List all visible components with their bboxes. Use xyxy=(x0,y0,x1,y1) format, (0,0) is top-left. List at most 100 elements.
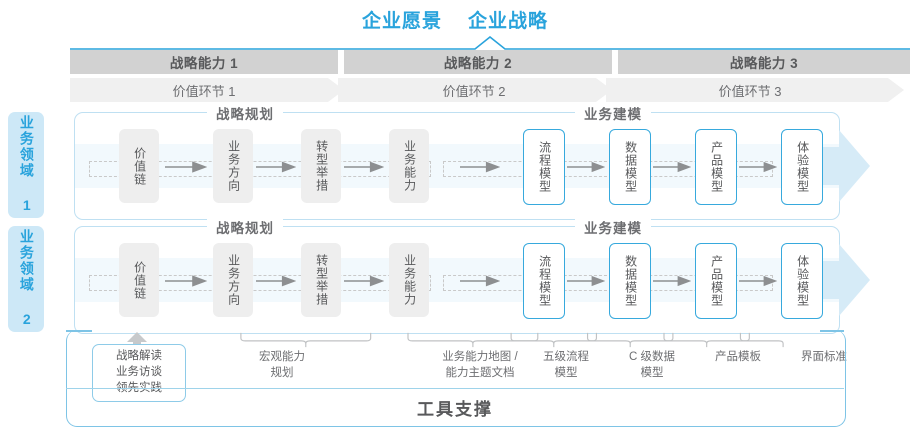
annotation-line-1: C 级数据 xyxy=(629,351,675,363)
arrow-icon xyxy=(739,275,777,287)
tool-support-divider xyxy=(66,388,844,390)
flow-track-right-2 xyxy=(443,275,773,291)
arrow-icon xyxy=(653,275,691,287)
node-product-model-1[interactable]: 产品模型 xyxy=(695,129,737,205)
section-title-strategy-planning-1: 战略规划 xyxy=(207,103,283,123)
node-label: 体验模型 xyxy=(795,255,810,307)
node-label: 业务方向 xyxy=(226,140,241,192)
value-link-bar: 价值环节 1 价值环节 2 价值环节 3 xyxy=(70,78,910,102)
annotation-line-1: 战略解读 xyxy=(116,350,162,362)
annotation-braces xyxy=(240,332,784,348)
arrow-icon xyxy=(256,275,296,287)
node-process-model-1[interactable]: 流程模型 xyxy=(523,129,565,205)
annotation-box-strategy-inputs: 战略解读 业务访谈 领先实践 xyxy=(92,344,186,402)
business-domain-tab-label-2: 业务领域 2 xyxy=(18,229,35,329)
tool-support-footer: 工具支撑 xyxy=(66,388,844,426)
arrow-icon xyxy=(567,275,605,287)
node-data-model-2[interactable]: 数据模型 xyxy=(609,243,651,319)
node-business-direction-1[interactable]: 业务方向 xyxy=(213,129,253,203)
business-domain-tab-label-1: 业务领域 1 xyxy=(18,115,35,215)
annotation-line-2: 模型 xyxy=(640,366,664,379)
value-link-cell-3: 价值环节 3 xyxy=(610,78,890,102)
capability-cell-3: 战略能力 3 xyxy=(618,50,910,74)
tool-support-frame-top-left xyxy=(66,330,92,332)
annotation-line-1: 五级流程 xyxy=(543,351,589,363)
section-title-business-modeling-2: 业务建模 xyxy=(575,217,651,237)
annotation-capability-map-doc: 业务能力地图 / 能力主题文档 xyxy=(415,350,545,381)
annotation-line-2: 能力主题文档 xyxy=(445,366,515,379)
arrow-icon xyxy=(344,161,384,173)
arrow-icon xyxy=(567,161,605,173)
enterprise-vision-title: 企业愿景 xyxy=(361,10,442,32)
annotation-line-2: 业务访谈 xyxy=(116,365,162,378)
business-domain-row-2: 战略规划 业务建模 价值链 业务方向 转型举措 业务能力 流程模型 数据模型 产… xyxy=(74,217,870,334)
node-value-chain-1[interactable]: 价值链 xyxy=(119,129,159,203)
annotation-line-1: 宏观能力 xyxy=(259,351,305,363)
annotation-line-1: 业务能力地图 / xyxy=(442,351,518,363)
node-data-model-1[interactable]: 数据模型 xyxy=(609,129,651,205)
node-business-direction-2[interactable]: 业务方向 xyxy=(213,243,253,317)
value-link-label-2: 价值环节 2 xyxy=(442,83,506,99)
arrow-icon xyxy=(344,275,384,287)
arrow-icon xyxy=(256,161,296,173)
node-label: 业务能力 xyxy=(402,140,417,192)
value-link-cell-2: 价值环节 2 xyxy=(340,78,608,102)
tool-support-frame xyxy=(66,330,846,427)
value-link-cell-1: 价值环节 1 xyxy=(70,78,338,102)
arrow-icon xyxy=(739,161,777,173)
node-label: 流程模型 xyxy=(537,141,552,193)
value-link-label-3: 价值环节 3 xyxy=(718,83,782,99)
node-business-capability-1[interactable]: 业务能力 xyxy=(389,129,429,203)
node-label: 价值链 xyxy=(132,260,147,300)
tool-support-label: 工具支撑 xyxy=(417,399,493,419)
node-label: 产品模型 xyxy=(709,255,724,307)
node-label: 转型举措 xyxy=(314,140,329,192)
node-label: 转型举措 xyxy=(314,254,329,306)
section-title-business-modeling-1: 业务建模 xyxy=(575,103,651,123)
vision-strategy-header: 企业愿景 企业战略 xyxy=(0,6,910,32)
annotation-line-3: 领先实践 xyxy=(100,381,178,397)
business-domain-tab-1[interactable]: 业务领域 1 xyxy=(8,112,44,218)
section-title-strategy-planning-2: 战略规划 xyxy=(207,217,283,237)
annotation-ui-standard: 界面标准 xyxy=(769,350,879,366)
arrow-icon xyxy=(460,161,500,173)
arrow-icon xyxy=(653,161,691,173)
arrow-icon xyxy=(165,275,207,287)
node-transformation-initiative-1[interactable]: 转型举措 xyxy=(301,129,341,203)
arrow-icon xyxy=(460,275,500,287)
node-product-model-2[interactable]: 产品模型 xyxy=(695,243,737,319)
node-experience-model-1[interactable]: 体验模型 xyxy=(781,129,823,205)
flow-track-right-1 xyxy=(443,161,773,177)
flow-track-left-1 xyxy=(89,161,431,177)
node-experience-model-2[interactable]: 体验模型 xyxy=(781,243,823,319)
node-transformation-initiative-2[interactable]: 转型举措 xyxy=(301,243,341,317)
node-label: 流程模型 xyxy=(537,255,552,307)
enterprise-strategy-title: 企业战略 xyxy=(468,10,549,32)
annotation-macro-capability-plan: 宏观能力 规划 xyxy=(227,350,337,381)
node-label: 体验模型 xyxy=(795,141,810,193)
node-label: 数据模型 xyxy=(623,141,638,193)
node-label: 产品模型 xyxy=(709,141,724,193)
capability-cell-2: 战略能力 2 xyxy=(344,50,612,74)
annotation-line-2: 模型 xyxy=(554,366,578,379)
flow-track-left-2 xyxy=(89,275,431,291)
strategic-capability-bar: 战略能力 1 战略能力 2 战略能力 3 xyxy=(70,50,910,74)
annotation-line-2: 规划 xyxy=(270,366,294,379)
node-label: 业务方向 xyxy=(226,254,241,306)
business-domain-tab-2[interactable]: 业务领域 2 xyxy=(8,226,44,332)
value-chevron-shapes xyxy=(70,78,904,102)
annotation-up-arrow-icon xyxy=(127,332,147,350)
node-process-model-2[interactable]: 流程模型 xyxy=(523,243,565,319)
arrow-icon xyxy=(165,161,207,173)
node-label: 数据模型 xyxy=(623,255,638,307)
tool-support-frame-top-right xyxy=(820,330,844,332)
vision-connector-line xyxy=(70,36,910,50)
annotation-line-1: 界面标准 xyxy=(801,351,847,363)
node-value-chain-2[interactable]: 价值链 xyxy=(119,243,159,317)
business-domain-row-1: 战略规划 业务建模 价值链 业务方向 转型举措 业务能力 流程模型 数据模型 产… xyxy=(74,103,870,220)
annotation-product-template: 产品模板 xyxy=(683,350,793,366)
annotation-five-level-process-model: 五级流程 模型 xyxy=(511,350,621,381)
node-business-capability-2[interactable]: 业务能力 xyxy=(389,243,429,317)
capability-cell-1: 战略能力 1 xyxy=(70,50,338,74)
